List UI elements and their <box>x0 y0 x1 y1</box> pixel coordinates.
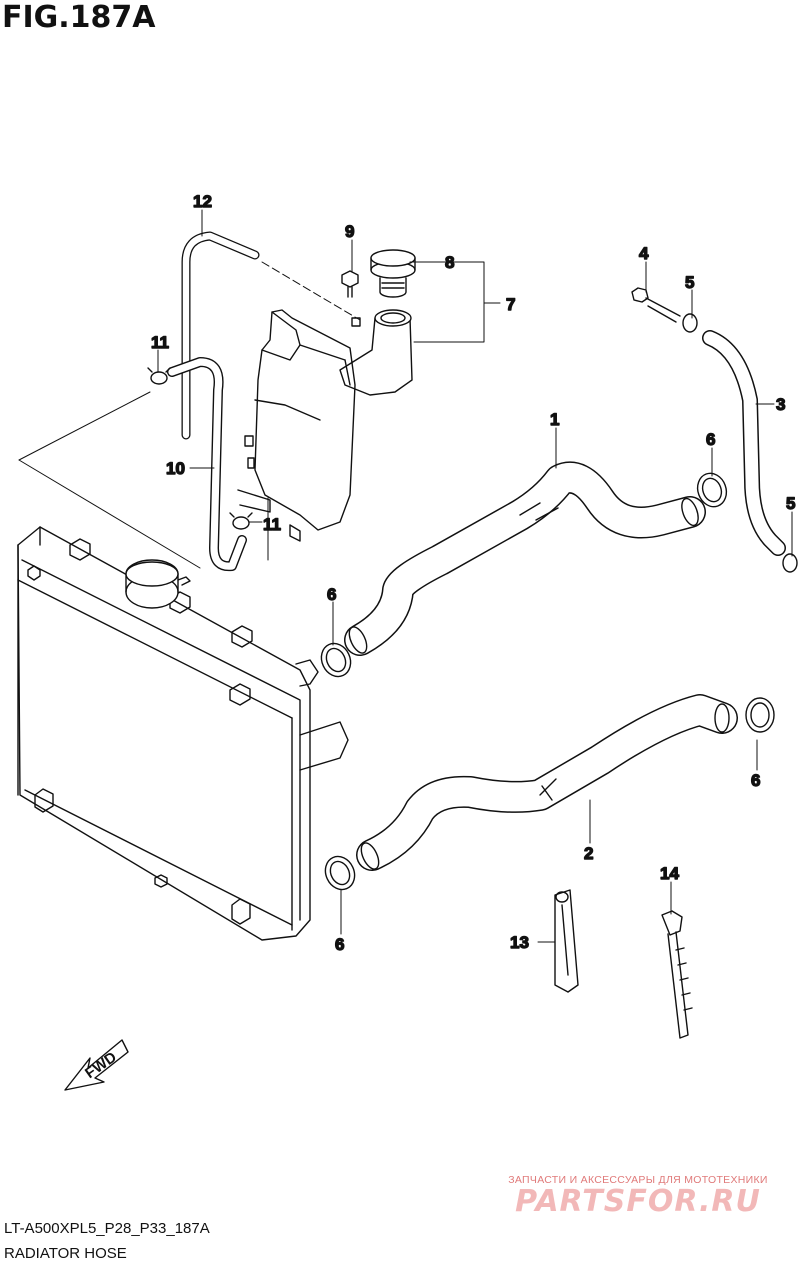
figure-name: RADIATOR HOSE <box>4 1245 127 1262</box>
callout-8: 8 <box>445 253 454 272</box>
cable-tie <box>661 910 693 1039</box>
callout-6-lower-right: 6 <box>751 771 760 790</box>
callout-1: 1 <box>550 410 559 429</box>
lower-radiator-hose <box>356 694 738 871</box>
leader-lines <box>18 209 793 943</box>
reservoir-tank <box>237 309 413 542</box>
watermark: ЗАПЧАСТИ И АКСЕССУАРЫ ДЛЯ МОТОТЕХНИКИ PA… <box>488 1174 788 1219</box>
callout-12: 12 <box>193 192 212 211</box>
callout-11-lower: 11 <box>263 515 281 534</box>
callout-2: 2 <box>584 844 593 863</box>
callout-7: 7 <box>506 295 515 314</box>
hose-fitting <box>631 287 681 323</box>
figure-title: FIG.187A <box>2 0 156 35</box>
bolt <box>341 270 359 298</box>
watermark-subtitle: ЗАПЧАСТИ И АКСЕССУАРЫ ДЛЯ МОТОТЕХНИКИ <box>508 1174 768 1186</box>
callout-3: 3 <box>776 395 785 414</box>
breather-hose <box>181 231 260 440</box>
callout-14: 14 <box>660 864 679 883</box>
callout-13: 13 <box>510 933 529 952</box>
callout-4: 4 <box>639 244 649 263</box>
hose-clamp <box>320 472 775 891</box>
callout-5-lower: 5 <box>786 494 795 513</box>
callout-10: 10 <box>166 459 185 478</box>
callout-6-lower-left: 6 <box>335 935 344 954</box>
reservoir-cap <box>370 249 416 298</box>
upper-radiator-hose <box>344 461 706 656</box>
radiator <box>17 526 349 941</box>
bypass-hose <box>702 330 786 556</box>
callout-6-upper-right: 6 <box>706 430 715 449</box>
callout-11-upper: 11 <box>151 333 169 352</box>
overflow-hose <box>167 357 247 572</box>
callout-6-upper-left: 6 <box>327 585 336 604</box>
callout-9: 9 <box>345 222 354 241</box>
hose-clamp-small <box>682 313 798 573</box>
watermark-brand: PARTSFOR.RU <box>515 1184 761 1219</box>
hose-clip <box>147 367 253 530</box>
hose-holder <box>554 889 579 993</box>
fwd-arrow-icon: FWD <box>64 1039 129 1091</box>
figure-code: LT-A500XPL5_P28_P33_187A <box>4 1220 210 1237</box>
callout-5-upper: 5 <box>685 273 694 292</box>
